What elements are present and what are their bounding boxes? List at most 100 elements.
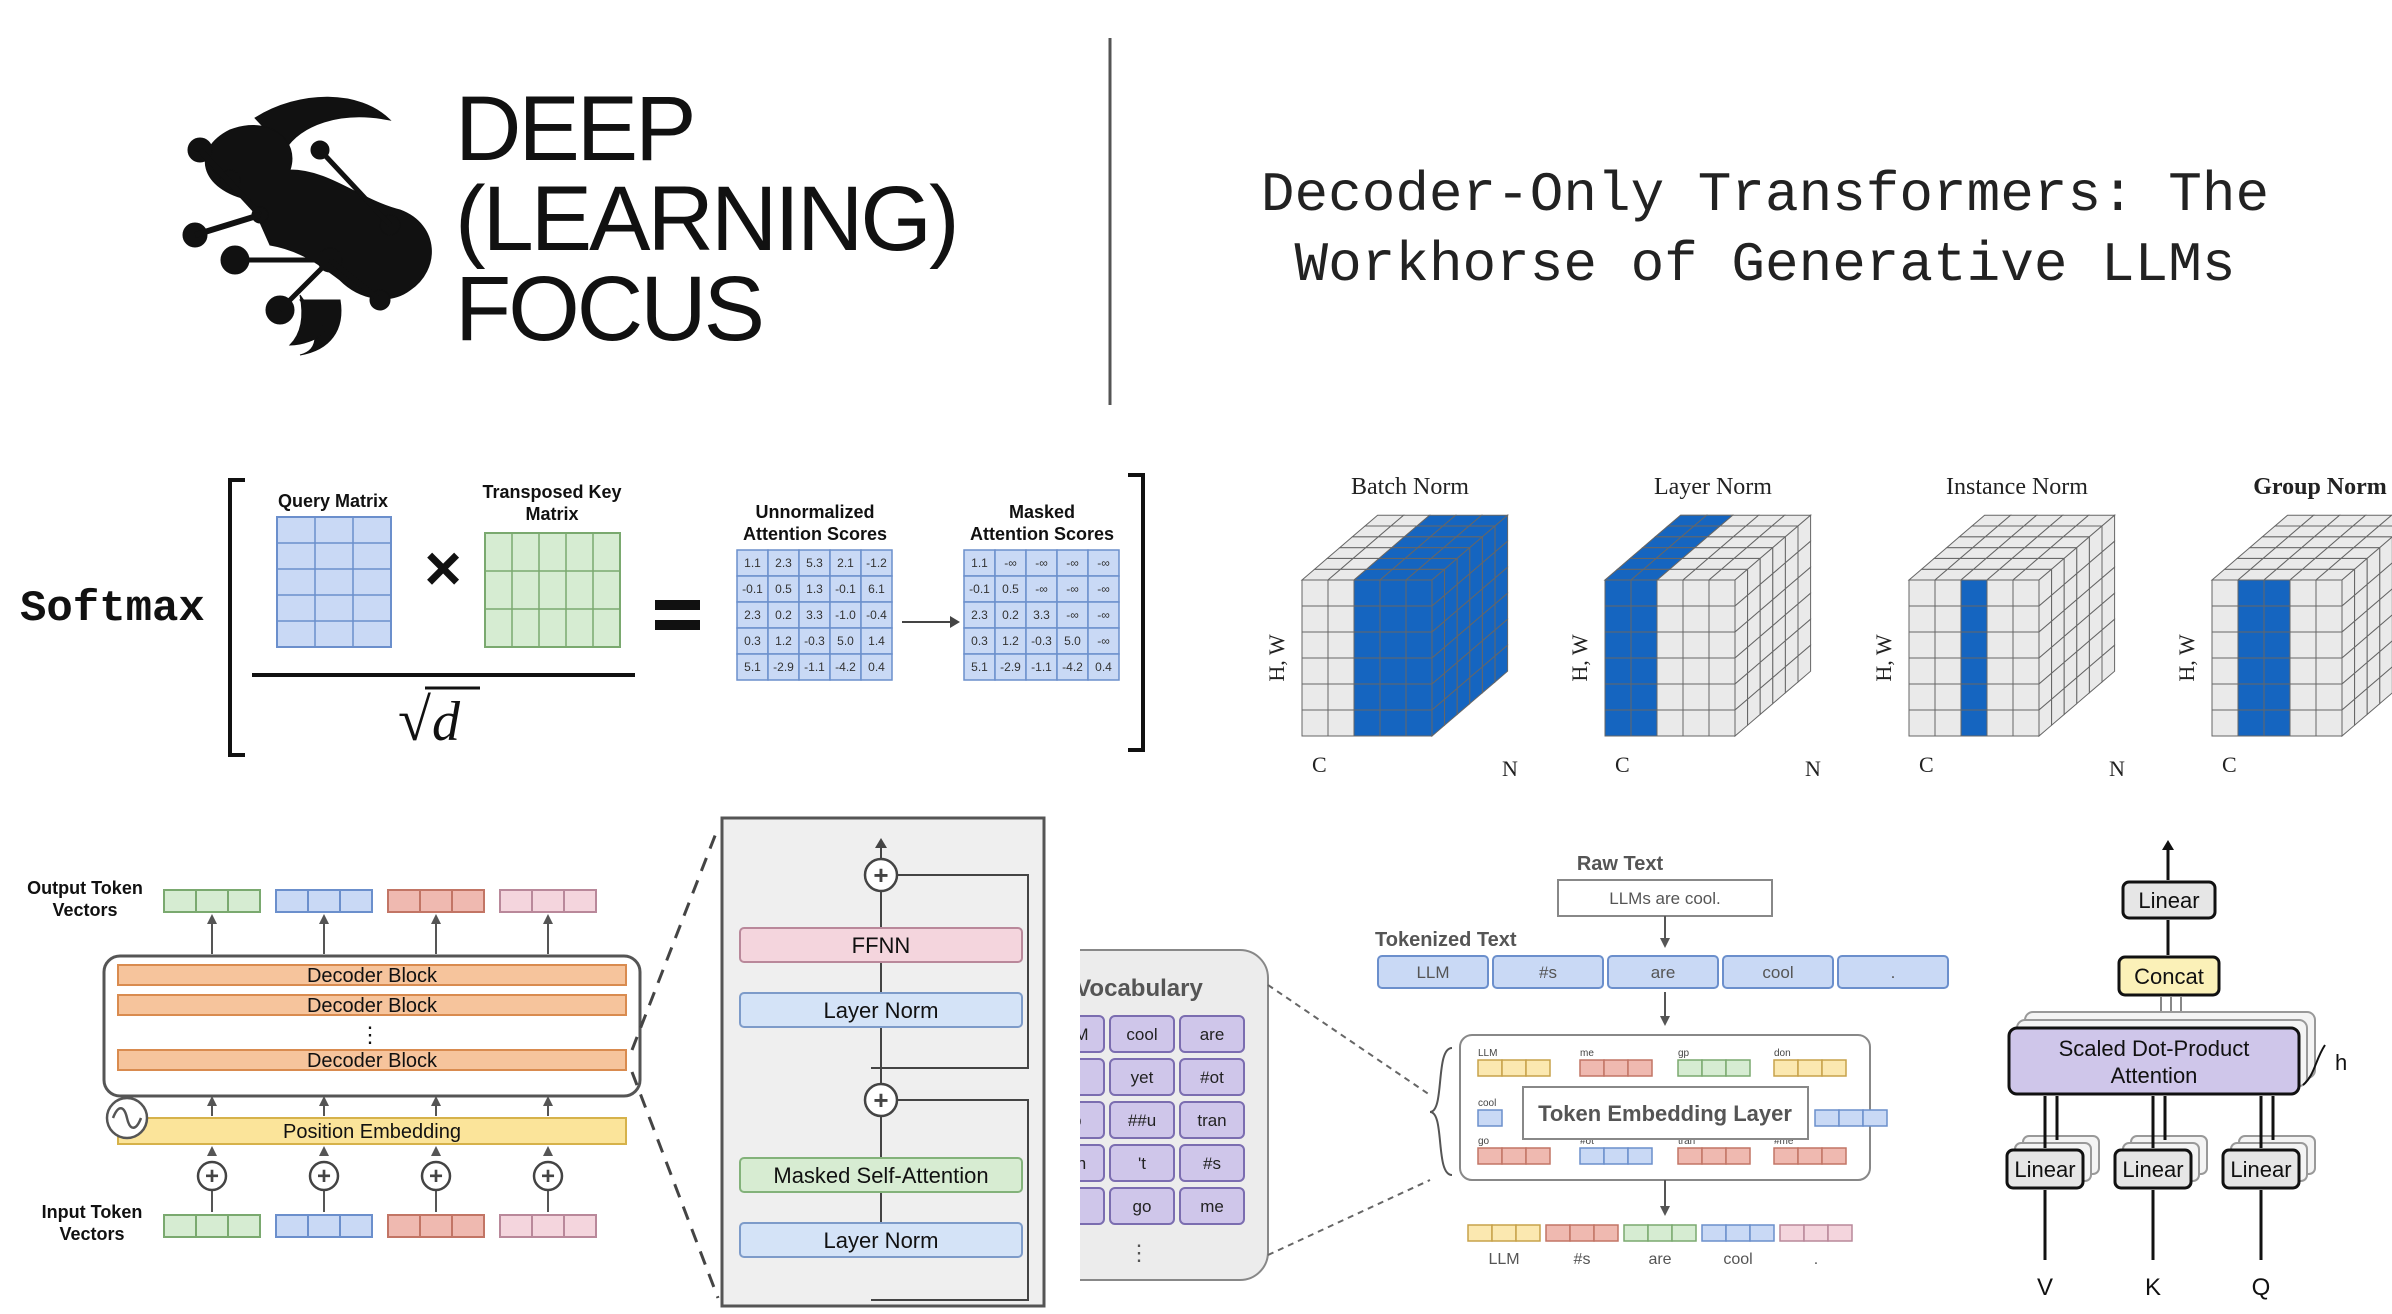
add-icon [532,1160,564,1192]
masked-score-cell [1056,653,1089,681]
softmax-label: Softmax [20,584,205,634]
cube-side-cell [2379,562,2392,601]
token-chip [1607,955,1719,989]
masked-score-cell [1025,627,1058,655]
decoder-block-3-label: Decoder Block [307,1050,438,1072]
unnorm-score-cell [767,549,800,577]
unnorm-score-value: 0.3 [744,634,761,648]
masked-score-cell [1056,549,1089,577]
query-matrix [276,516,392,648]
cube-front-cell [2012,657,2040,685]
input-token-vector-cell [499,1214,533,1238]
add-icon [308,1160,340,1192]
output-arrow-head [543,914,553,924]
masked-score-value: -∞ [1097,608,1110,622]
masked-self-attention-label: Masked Self-Attention [773,1163,988,1188]
embedding-cell [1773,1059,1799,1077]
cube-front-cell [2315,579,2343,607]
token-chip [1837,955,1949,989]
cube-front-cell [1353,631,1381,659]
cube-front-cell [1986,657,2014,685]
query-matrix-label: Query Matrix [278,491,388,511]
sdpa-box[interactable] [2007,1026,2301,1096]
cube-front-cell [1708,657,1736,685]
layer-norm-top-box[interactable] [739,992,1023,1028]
key-matrix-label-1: Transposed Key [482,482,621,502]
concat-box[interactable] [2117,955,2221,997]
masked-score-cell [994,601,1027,629]
output-token-vector-cell [275,889,309,913]
pe-arrow-head [319,1096,329,1106]
tokenized-text-label: Tokenized Text [1375,929,1517,951]
embedding-cell [1821,1147,1847,1165]
masked-score-value: -∞ [1066,582,1079,596]
embedding-cell-label: me [1580,1048,1594,1059]
cube-front-cell [1960,631,1988,659]
decoder-block-1[interactable] [117,964,627,986]
cube-front-cell [1301,631,1329,659]
embedded-token-cell [1803,1224,1829,1242]
masked-score-cell [963,549,996,577]
token-chip-label: . [1891,963,1896,982]
linear-k-box[interactable] [2113,1148,2193,1190]
norm-title: Group Norm [2253,474,2387,500]
add-icon-label: + [317,1163,331,1190]
token-embedding-layer-label: Token Embedding Layer [1538,1101,1792,1126]
cube-front-cell [1379,631,1407,659]
masked-score-value: 1.1 [971,556,988,570]
cube-front-cell [2289,631,2317,659]
output-token-vector-cell [451,889,485,913]
linear-top-box[interactable] [2121,880,2217,920]
unnorm-score-value: 3.3 [806,608,823,622]
unnorm-score-value: -0.3 [804,634,825,648]
masked-self-attention-box[interactable] [739,1157,1023,1193]
linear-q-box[interactable] [2221,1148,2301,1190]
embedded-token-cell [1467,1224,1493,1242]
linear-v-label: Linear [2014,1157,2075,1182]
cube-front-cell [1301,683,1329,711]
masked-score-value: 5.1 [971,660,988,674]
unnorm-score-cell [798,601,831,629]
cube-front-cell [2237,683,2265,711]
unnorm-score-value: 2.1 [837,556,854,570]
ffnn-box[interactable] [739,927,1023,963]
cube-front-cell [1934,683,1962,711]
vocab-dash-top [1267,984,1431,1096]
decoder-block-2[interactable] [117,994,627,1016]
cube-front-cell [1656,683,1684,711]
token-embedding-layer-box[interactable] [1522,1086,1809,1140]
cube-front-cell [1986,683,2014,711]
sdpa-label-1: Scaled Dot-Product [2059,1036,2250,1061]
input-token-vector-cell [195,1214,229,1238]
embedded-token-cell [1647,1224,1673,1242]
unnorm-score-value: -0.4 [866,608,887,622]
masked-label-1: Masked [1009,502,1075,522]
output-token-vector-cell [195,889,229,913]
unnorm-score-cell [798,549,831,577]
unnorm-score-cell [860,653,893,681]
linear-v-box[interactable] [2005,1148,2085,1190]
layer-norm-bottom-box[interactable] [739,1222,1023,1258]
cube-front-cell [1682,579,1710,607]
masked-score-value: -0.1 [969,582,990,596]
masked-score-value: 0.4 [1095,660,1112,674]
embedded-token-label: #s [1574,1251,1591,1268]
decoder-block-3[interactable] [117,1049,627,1071]
add-icon-bottom [863,1082,899,1118]
cube-front-cell [1327,709,1355,737]
cube-front-cell [1301,605,1329,633]
cube-front-cell [2237,631,2265,659]
masked-score-value: -∞ [1035,582,1048,596]
output-token-vector-cell [419,889,453,913]
vocab-dash-bottom [1267,1179,1431,1256]
cube-front-cell [2211,683,2239,711]
cube-front-cell [2263,605,2291,633]
cube-front-cell [1604,605,1632,633]
input-token-label-2: Vectors [59,1224,124,1244]
axis-hw-label: H, W [1871,634,1896,681]
